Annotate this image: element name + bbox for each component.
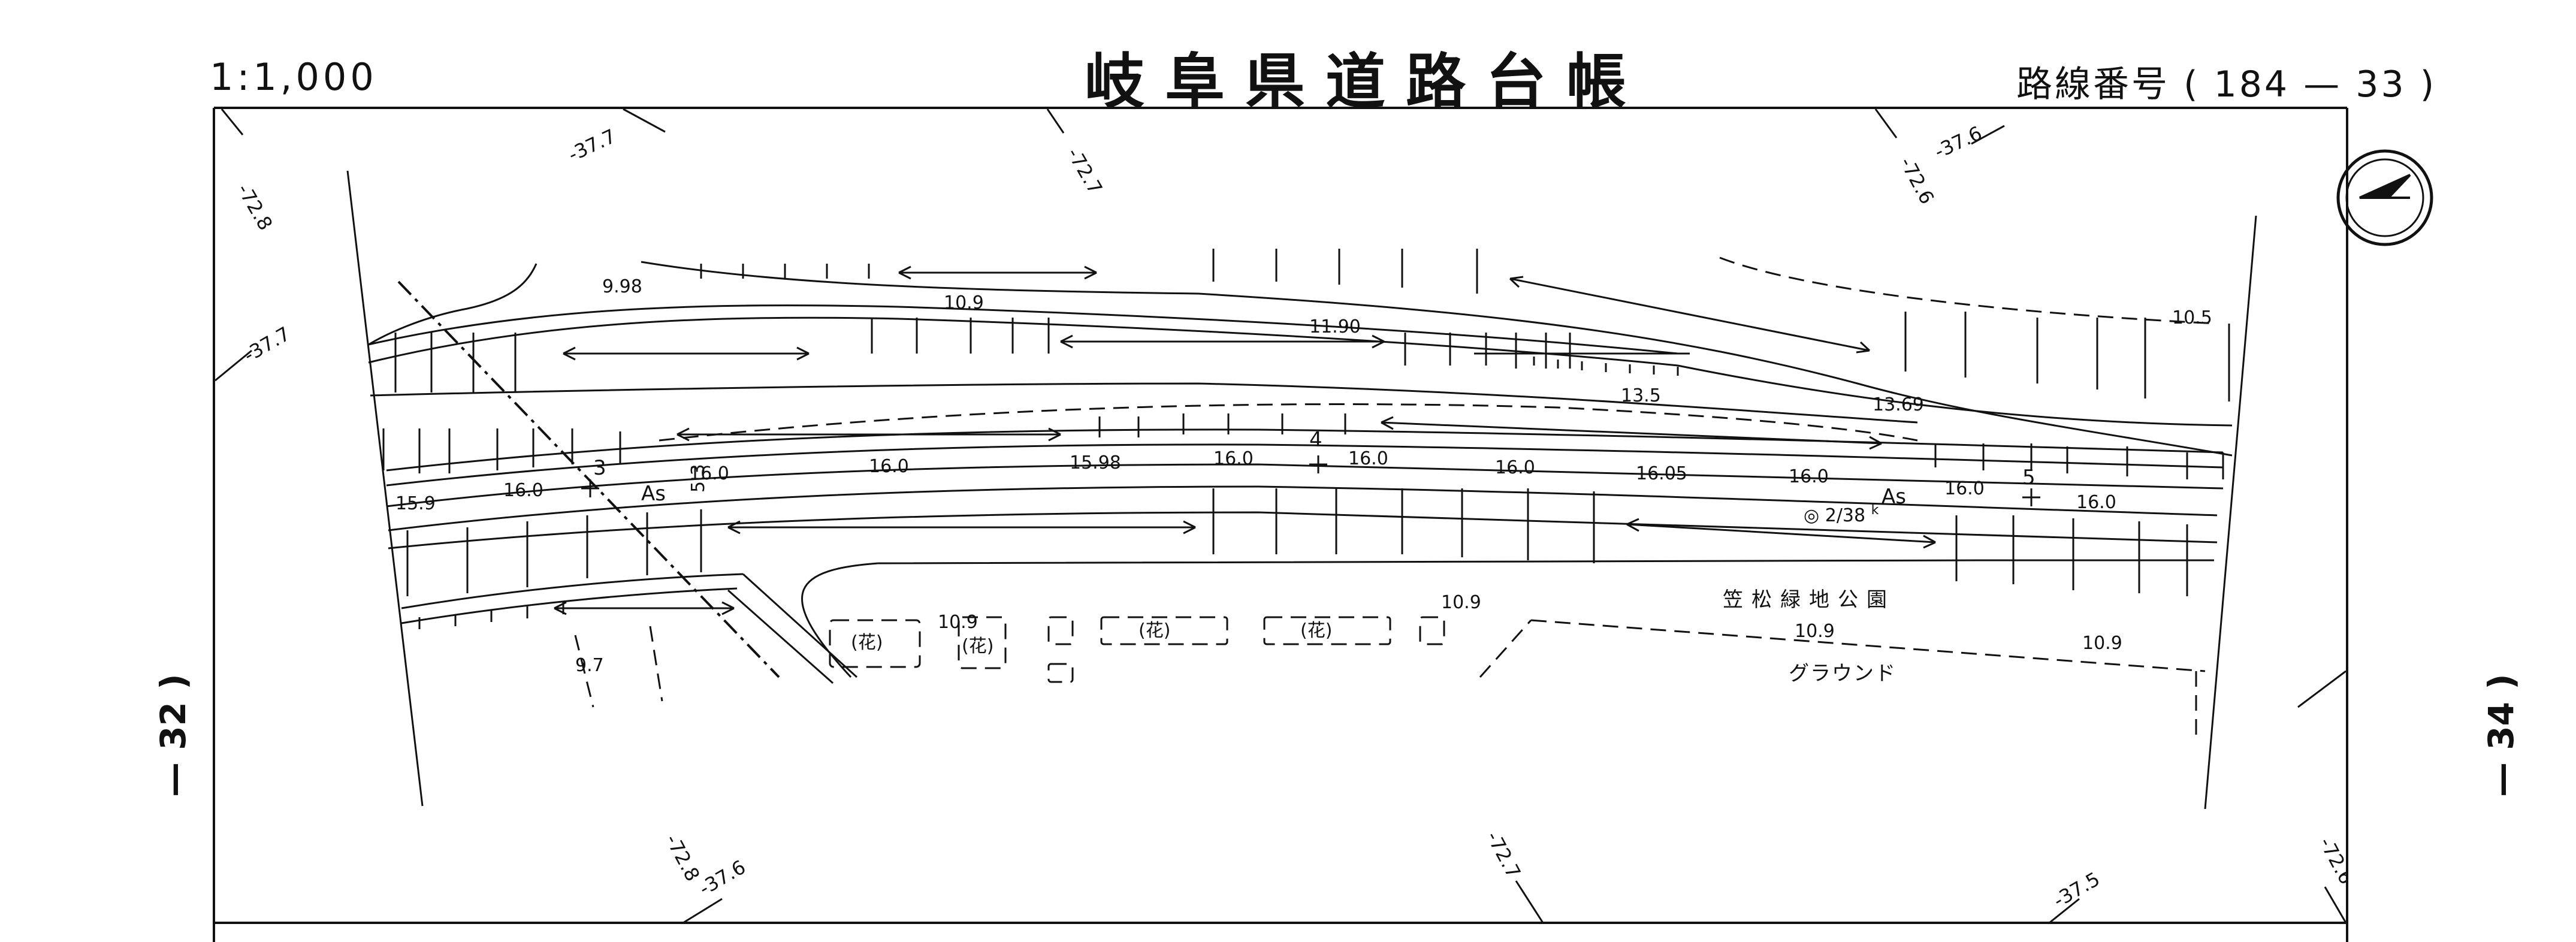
grid-label: -37.5 [2049,868,2104,912]
page-title: 岐阜県道路台帳 [1085,47,1647,117]
grid-label: -72.7 [1482,828,1525,882]
elevation-label: 16.0 [1495,457,1535,478]
route-number: 路線番号 ( 184 — 33 ) [2016,55,2436,107]
station-number: 4 [1309,428,1322,452]
route-number-value: 184 [2213,64,2290,105]
grid-label: -72.8 [661,831,704,885]
elevation-label: 16.0 [1789,466,1829,487]
road-width-label: 5.3 [688,464,709,493]
elevation-label: 10.9 [1441,592,1481,613]
grid-label: -72.6 [1895,153,1938,208]
flower-bed-label: (花) [1300,620,1332,641]
lane-arrows [554,265,1936,615]
elevation-label: 9.7 [575,655,604,676]
elevation-label: 13.5 [1621,385,1661,406]
map-labels: -72.8 -37.7 -72.7 -72.6 -37.6 -37.7 -37.… [232,122,2421,912]
route-open-paren: ( [2184,64,2200,105]
north-arrow-icon [2336,149,2433,246]
survey-boundary [346,170,2257,810]
flower-bed-label: (花) [962,636,993,657]
station-number: 3 [593,456,606,480]
elevation-label: 16.0 [2076,492,2116,513]
flower-bed-label: (花) [851,632,883,653]
surface-label: As [641,482,666,506]
grid-label: -37.6 [1931,122,1985,163]
elevation-label: 9.98 [602,276,642,297]
dashed-boundaries [574,256,2218,737]
route-dash: — [2303,64,2342,105]
elevation-label: 10.5 [2172,307,2212,328]
grid-label: -37.6 [695,856,750,900]
elevation-label: 10.9 [2082,633,2122,654]
elevation-label: 10.9 [1795,621,1835,642]
elevation-label: 16.05 [1636,463,1687,484]
route-sheet-number: 33 [2355,64,2406,105]
elevation-label: 16.0 [689,463,729,484]
route-close-paren: ) [2420,64,2437,105]
elevation-label: 10.9 [944,292,984,313]
route-number-label: 路線番号 [2016,64,2170,105]
elevation-label: 16.0 [1213,448,1254,469]
grid-label: -37.5 [2367,685,2421,729]
elevation-label: 15.9 [395,493,436,514]
grid-label: -37.7 [240,322,294,367]
elevation-label: 15.98 [1070,452,1121,473]
elevation-label: 13.69 [1873,394,1924,415]
ground-label: グラウンド [1789,662,1896,686]
benchmark-icon: ◎ [1804,505,1819,526]
centerline [397,280,780,678]
station-number: 5 [2022,466,2036,490]
grid-label: -72.6 [2315,834,2358,888]
elevation-label: 16.0 [503,480,543,501]
map-scale: 1:1,000 [210,55,378,99]
benchmark-label: ◎ 2/38 k [1804,503,1879,526]
grid-ticks [215,108,2347,924]
elevation-label: 16.0 [869,456,909,477]
grid-label: -72.8 [232,180,277,234]
surface-label: As [1882,485,1906,509]
elevation-label: 10.9 [938,612,978,633]
grid-label: -72.7 [1062,144,1107,198]
flower-bed-label: (花) [1138,620,1170,641]
elevation-label: 16.0 [1944,478,1985,499]
slope-hatching [382,249,2230,629]
elevation-label: 11.90 [1309,316,1361,337]
elevation-label: 16.0 [1348,448,1388,469]
grid-label: -37.7 [564,125,619,166]
map-frame [213,107,2348,942]
park-name: 笠松緑地公園 [1723,588,1895,612]
station-marks [581,455,2040,506]
